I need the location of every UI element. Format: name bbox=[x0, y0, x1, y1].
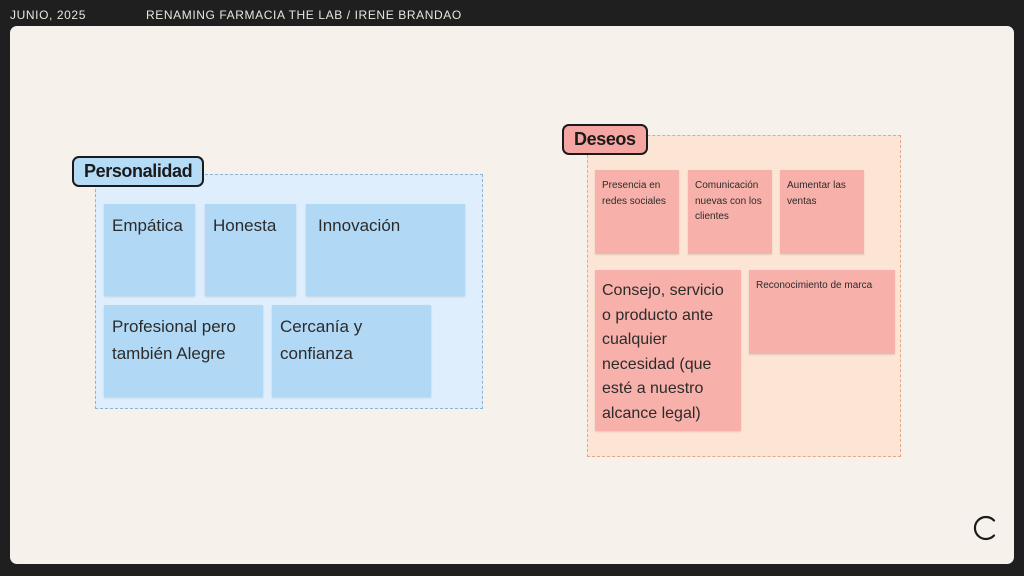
top-bar: JUNIO, 2025 RENAMING FARMACIA THE LAB / … bbox=[0, 0, 1024, 26]
sticky-note[interactable]: Consejo, servicio o producto ante cualqu… bbox=[595, 270, 741, 431]
date-label: JUNIO, 2025 bbox=[10, 8, 86, 22]
sticky-note[interactable]: Profesional pero también Alegre bbox=[104, 305, 263, 397]
sticky-note[interactable]: Reconocimiento de marca bbox=[749, 270, 895, 354]
sticky-note[interactable]: Comunicación nuevas con los clientes bbox=[688, 170, 772, 254]
c-logo-icon bbox=[973, 515, 996, 541]
sticky-note[interactable]: Empática bbox=[104, 204, 195, 296]
sticky-note[interactable]: Aumentar las ventas bbox=[780, 170, 864, 254]
sticky-note[interactable]: Cercanía y confianza bbox=[272, 305, 431, 397]
project-title: RENAMING FARMACIA THE LAB / IRENE BRANDA… bbox=[146, 8, 462, 22]
whiteboard-canvas[interactable]: Personalidad Empática Honesta Innovación… bbox=[10, 26, 1014, 564]
personalidad-label[interactable]: Personalidad bbox=[72, 156, 205, 187]
sticky-note[interactable]: Honesta bbox=[205, 204, 296, 296]
sticky-note[interactable]: Presencia en redes sociales bbox=[595, 170, 679, 254]
sticky-note[interactable]: Innovación bbox=[306, 204, 465, 296]
deseos-label[interactable]: Deseos bbox=[562, 124, 648, 155]
